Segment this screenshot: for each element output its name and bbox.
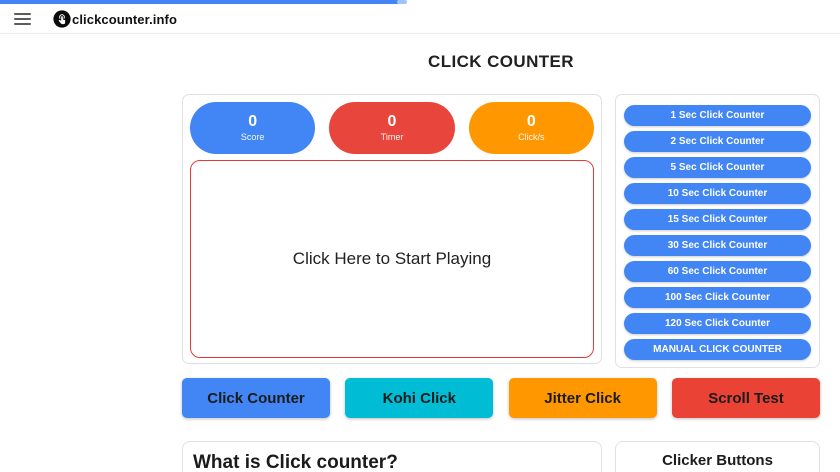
loading-progress-bar (0, 0, 840, 5)
cps-value: 0 (526, 113, 536, 131)
click-area-label: Click Here to Start Playing (292, 249, 492, 268)
cps-pill: 0 Click/s (468, 102, 594, 154)
site-name: clickcounter.info (72, 11, 178, 27)
page-title: CLICK COUNTER (428, 52, 574, 71)
site-logo[interactable]: clickcounter.info (53, 10, 177, 28)
timer-label: Timer (380, 132, 404, 143)
score-value: 0 (248, 113, 258, 131)
main-content: CLICK COUNTER 0 Score 0 Timer 0 Click/s … (182, 34, 820, 472)
nav-button-kohi-click[interactable]: Kohi Click (345, 378, 494, 418)
timer-button-5sec[interactable]: 5 Sec Click Counter (624, 157, 811, 178)
about-heading: What is Click counter? (193, 452, 398, 472)
timer-value: 0 (387, 113, 397, 131)
timer-button-15sec[interactable]: 15 Sec Click Counter (624, 209, 811, 230)
timer-button-60sec[interactable]: 60 Sec Click Counter (624, 261, 811, 282)
menu-icon[interactable] (14, 13, 31, 25)
timer-pill: 0 Timer (329, 102, 455, 154)
clicker-buttons-heading: Clicker Buttons (662, 452, 773, 469)
score-pill: 0 Score (190, 102, 316, 154)
cps-label: Click/s (518, 132, 545, 143)
timer-button-10sec[interactable]: 10 Sec Click Counter (624, 183, 811, 204)
timer-buttons-panel: 1 Sec Click Counter 2 Sec Click Counter … (615, 94, 820, 368)
about-section: What is Click counter? (182, 441, 602, 472)
clicker-buttons-section: Clicker Buttons (615, 441, 820, 472)
click-game-panel: 0 Score 0 Timer 0 Click/s Click Here to … (182, 94, 602, 364)
top-header: clickcounter.info (0, 5, 840, 34)
timer-button-2sec[interactable]: 2 Sec Click Counter (624, 131, 811, 152)
timer-button-1sec[interactable]: 1 Sec Click Counter (624, 105, 811, 126)
click-play-area[interactable]: Click Here to Start Playing (190, 160, 594, 358)
timer-button-120sec[interactable]: 120 Sec Click Counter (624, 313, 811, 334)
timer-button-manual[interactable]: MANUAL CLICK COUNTER (624, 339, 811, 360)
score-label: Score (240, 132, 265, 143)
nav-button-click-counter[interactable]: Click Counter (182, 378, 330, 418)
mode-nav-row: Click Counter Kohi Click Jitter Click Sc… (182, 378, 820, 418)
loading-progress-fill (0, 0, 407, 4)
tap-click-icon (53, 10, 71, 28)
nav-button-jitter-click[interactable]: Jitter Click (508, 378, 657, 418)
stats-row: 0 Score 0 Timer 0 Click/s (190, 102, 594, 154)
timer-button-30sec[interactable]: 30 Sec Click Counter (624, 235, 811, 256)
timer-button-100sec[interactable]: 100 Sec Click Counter (624, 287, 811, 308)
nav-button-scroll-test[interactable]: Scroll Test (671, 378, 820, 418)
